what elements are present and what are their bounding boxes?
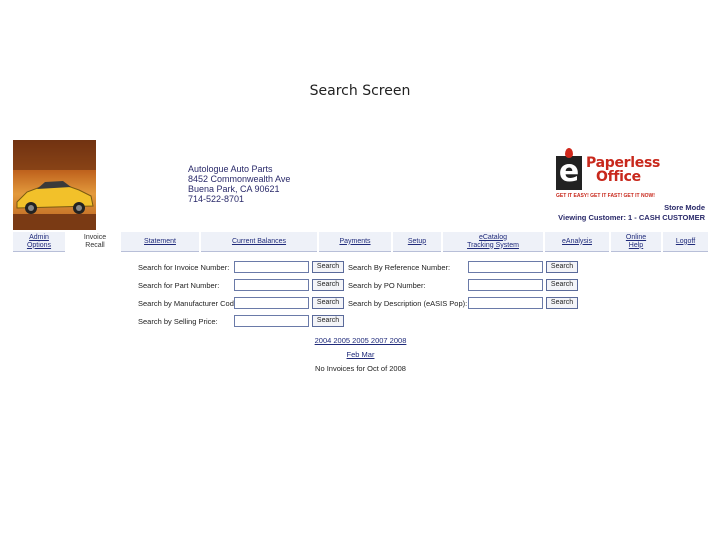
no-invoices-note: No Invoices for Oct of 2008 [315, 364, 406, 373]
company-phone: 714-522-8701 [188, 194, 245, 204]
company-street: 8452 Commonwealth Ave [188, 174, 291, 184]
po-number-label: Search by PO Number: [348, 281, 426, 290]
app-screenshot: Autologue Auto Parts 8452 Commonwealth A… [13, 140, 708, 380]
month-links[interactable]: Feb Mar [346, 350, 375, 359]
nav-eanalysis[interactable]: eAnalysis [545, 232, 609, 252]
nav-payments[interactable]: Payments [319, 232, 391, 252]
car-photo [13, 140, 96, 230]
selling-price-label: Search by Selling Price: [138, 317, 218, 326]
description-search-button[interactable]: Search [546, 297, 578, 309]
search-row: Search by Selling Price: Search [138, 315, 588, 329]
search-row: Search for Part Number: Search Search by… [138, 279, 588, 293]
company-address: Autologue Auto Parts 8452 Commonwealth A… [188, 164, 290, 204]
company-name: Autologue Auto Parts [188, 164, 273, 174]
selling-price-input[interactable] [234, 315, 309, 327]
reference-search-button[interactable]: Search [546, 261, 578, 273]
search-row: Search for Invoice Number: Search Search… [138, 261, 588, 275]
slide-title: Search Screen [309, 83, 411, 99]
po-search-button[interactable]: Search [546, 279, 578, 291]
manufacturer-code-input[interactable] [234, 297, 309, 309]
invoice-search-button[interactable]: Search [312, 261, 344, 273]
po-number-input[interactable] [468, 279, 543, 291]
viewing-customer: Viewing Customer: 1 - CASH CUSTOMER [558, 213, 705, 222]
manufacturer-code-label: Search by Manufacturer Code: [138, 299, 241, 308]
year-links[interactable]: 2004 2005 2005 2007 2008 [314, 336, 407, 345]
description-input[interactable] [468, 297, 543, 309]
store-mode-label: Store Mode [664, 203, 705, 212]
manufacturer-search-button[interactable]: Search [312, 297, 344, 309]
invoice-number-label: Search for Invoice Number: [138, 263, 230, 272]
reference-number-input[interactable] [468, 261, 543, 273]
flame-icon [565, 148, 573, 158]
nav-logoff[interactable]: Logoff [663, 232, 708, 252]
e-logo-icon: e [556, 156, 582, 190]
nav-setup[interactable]: Setup [393, 232, 441, 252]
selling-price-search-button[interactable]: Search [312, 315, 344, 327]
reference-number-label: Search By Reference Number: [348, 263, 451, 272]
logo-text: Paperless Office [586, 155, 661, 185]
part-number-label: Search for Part Number: [138, 281, 220, 290]
nav-current-balances[interactable]: Current Balances [201, 232, 317, 252]
part-number-input[interactable] [234, 279, 309, 291]
part-search-button[interactable]: Search [312, 279, 344, 291]
invoice-number-input[interactable] [234, 261, 309, 273]
search-row: Search by Manufacturer Code: Search Sear… [138, 297, 588, 311]
paperless-office-logo: e Paperless Office GET IT EASY! GET IT F… [556, 148, 661, 204]
description-label: Search by Description (eASIS Pop): [348, 299, 468, 308]
company-city: Buena Park, CA 90621 [188, 184, 280, 194]
logo-tagline: GET IT EASY! GET IT FAST! GET IT NOW! [556, 193, 655, 199]
nav-statement[interactable]: Statement [121, 232, 199, 252]
